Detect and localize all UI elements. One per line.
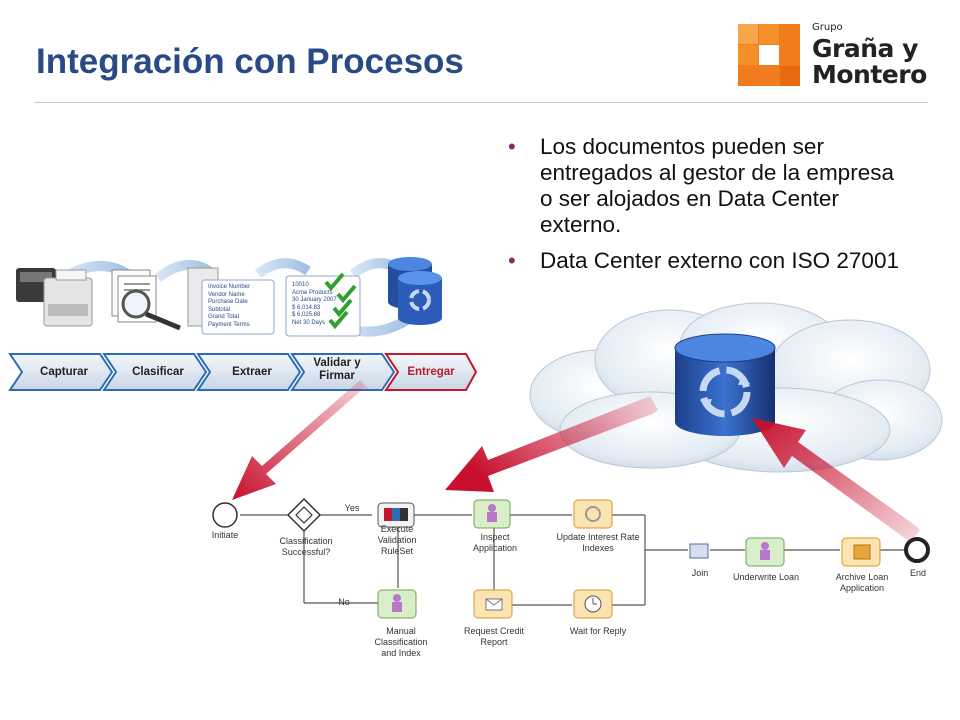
step-capturar [8,353,114,391]
node-join: Join [691,568,709,578]
node-underwrite: Underwrite Loan [732,572,800,582]
step-entregar [384,353,478,391]
slide-title: Integración con Procesos [36,42,464,81]
capture-pipeline [8,257,478,391]
node-manual: Manual Classification and Index [374,626,428,658]
validated-document-icon [285,272,361,337]
bullet-dot-icon: • [508,134,516,159]
magnifier-document-icon [111,269,181,331]
node-initiate: Initiate [211,530,239,540]
scanner-icon [16,268,93,327]
step-label-capturar: Capturar [40,366,88,378]
node-end: End [909,568,926,578]
edge-no-label: No [338,597,350,607]
bpmn-process-diagram [208,488,930,666]
step-label-validar: Validar y Firmar [313,357,361,382]
title-divider [34,102,928,103]
node-archive: Archive Loan Application [835,572,889,593]
node-execute: Execute Validation RuleSet [377,524,417,556]
node-classification: Classification Successful? [279,536,333,557]
bullet-text: Los documentos pueden ser entregados al … [540,134,894,237]
bullet-item: • Data Center externo con ISO 27001 [508,248,908,274]
bullet-text: Data Center externo con ISO 27001 [540,248,899,273]
step-label-clasificar: Clasificar [132,366,184,378]
logo-mark-icon [738,24,800,86]
step-label-entregar: Entregar [407,366,455,378]
storage-database-icon [388,257,442,325]
join-icon [689,543,709,559]
logo-line2: Montero [812,60,927,89]
service-task-icon [573,499,613,529]
node-inspect: Inspect Application [472,532,518,553]
start-event-icon [212,502,238,528]
extracted-document-icon [187,267,275,335]
node-update: Update Interest Rate Indexes [556,532,640,553]
gateway-icon [286,497,322,533]
end-event-icon [904,537,930,563]
bullet-dot-icon: • [508,248,516,273]
node-wait: Wait for Reply [569,626,627,636]
arrow-to-initiate [232,380,372,500]
node-request: Request Credit Report [463,626,525,647]
logo-group-text: Grupo [812,22,843,33]
datacenter-database-icon [674,333,776,436]
bullet-list: • Los documentos pueden ser entregados al… [508,134,908,284]
edge-yes-label: Yes [344,503,360,513]
bullet-item: • Los documentos pueden ser entregados al… [508,134,908,238]
step-label-extraer: Extraer [232,366,272,378]
step-clasificar [102,353,208,391]
logo-line1: Graña y [812,34,918,63]
company-logo: Grupo Graña y Montero [738,22,938,90]
